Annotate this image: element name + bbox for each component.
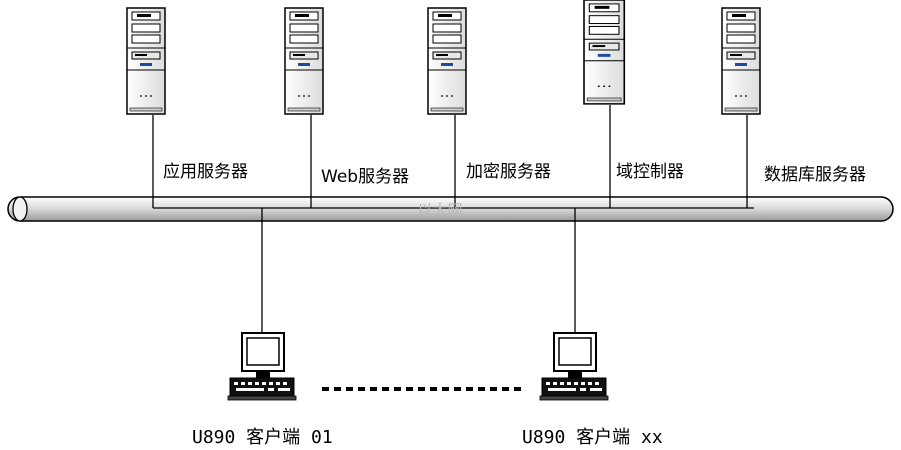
- server-label-app: 应用服务器: [163, 162, 248, 182]
- server-2: [284, 7, 324, 115]
- server-4: [583, 0, 626, 105]
- client-label-01: U890 客户端 01: [192, 427, 333, 448]
- desktop-computer-icon: [227, 332, 297, 401]
- server-tower-icon: [721, 7, 761, 115]
- server-tower-icon: [427, 7, 467, 115]
- server-tower-icon: [583, 0, 626, 105]
- ethernet-label: 以太网: [417, 201, 462, 219]
- server-1: [126, 7, 166, 115]
- bus-overlay-lines: [152, 196, 754, 222]
- client-label-xx: U890 客户端 xx: [522, 427, 663, 448]
- server-label-domain-controller: 域控制器: [616, 162, 684, 182]
- server-label-encrypt: 加密服务器: [466, 162, 551, 182]
- server-tower-icon: [126, 7, 166, 115]
- server-tower-icon: [284, 7, 324, 115]
- server-5: [721, 7, 761, 115]
- server-label-database: 数据库服务器: [764, 165, 866, 185]
- server-label-web: Web服务器: [321, 167, 409, 187]
- desktop-computer-icon: [539, 332, 609, 401]
- server-3: [427, 7, 467, 115]
- client-2: [539, 332, 609, 401]
- ethernet-bus: [7, 196, 894, 222]
- client-1: [227, 332, 297, 401]
